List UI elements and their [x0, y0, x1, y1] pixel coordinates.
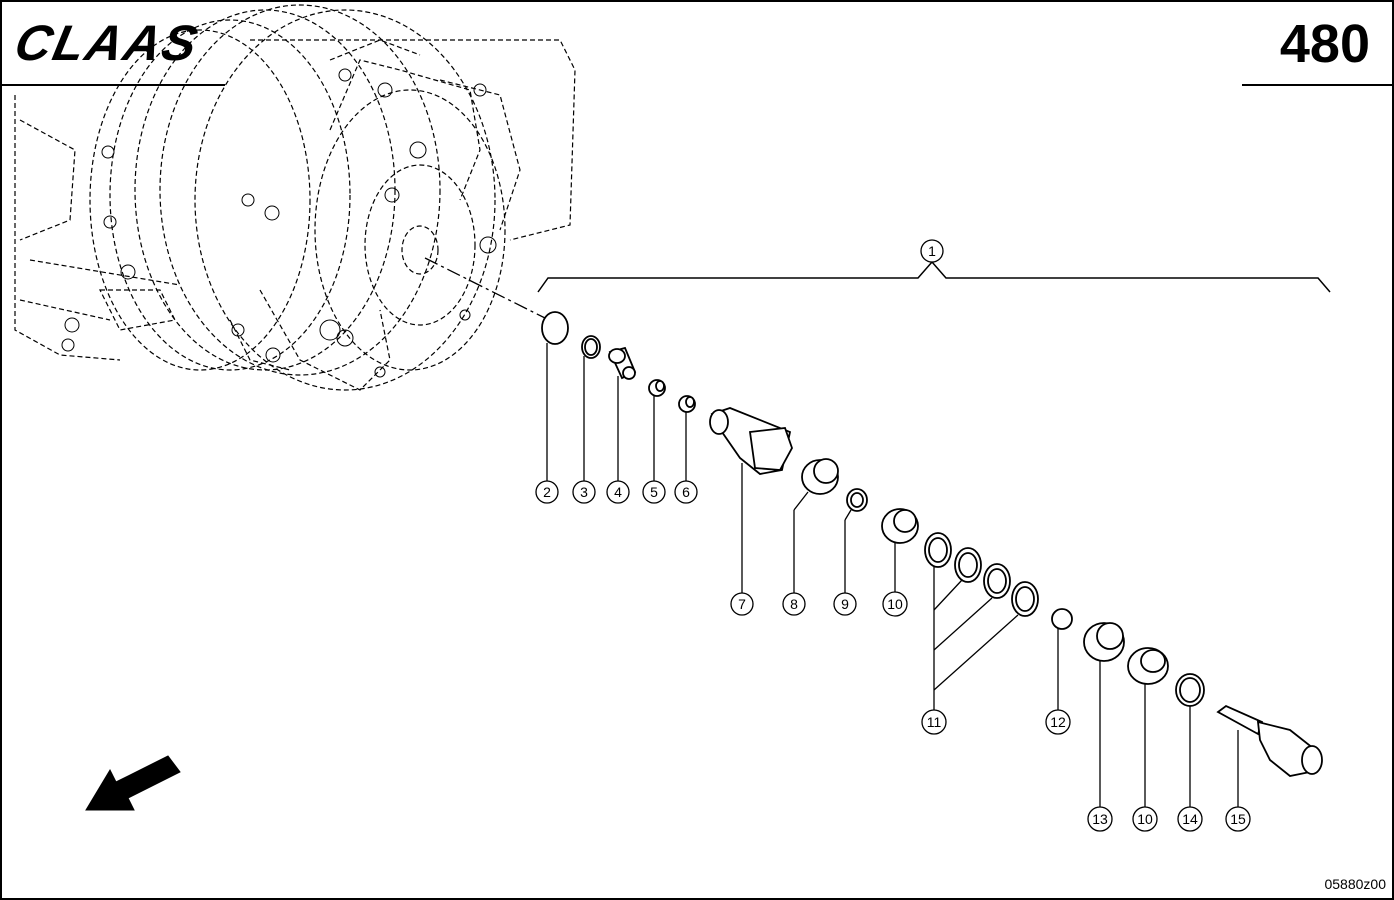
callout-8: 8	[790, 596, 798, 612]
bolt-heads	[61, 68, 497, 378]
part-12-sleeve	[1051, 608, 1073, 630]
gearbox-housing-ghost	[14, 4, 576, 391]
callout-14: 14	[1182, 811, 1198, 827]
page-number: 480	[1279, 14, 1370, 74]
callout-15: 15	[1230, 811, 1246, 827]
callout-labels: 1 2 3 4 5 6 7 8 9 10 11 12 13 10 14 15	[543, 243, 1246, 827]
callout-circles	[535, 239, 1251, 832]
callout-13: 13	[1092, 811, 1108, 827]
callout-11: 11	[927, 714, 942, 730]
parts	[541, 311, 1323, 777]
leader-lines	[546, 343, 1239, 808]
callout-12: 12	[1050, 714, 1066, 730]
callout-10b: 10	[1137, 811, 1153, 827]
callout-1: 1	[928, 243, 936, 259]
assembly-bracket	[537, 260, 1331, 293]
callout-10: 10	[887, 596, 903, 612]
callout-7: 7	[738, 596, 746, 612]
drawing-id: 05880z00	[1324, 876, 1386, 892]
callout-2: 2	[543, 484, 551, 500]
assembly-axis	[424, 257, 546, 319]
callout-5: 5	[650, 484, 658, 500]
part-15-sensor	[1216, 704, 1264, 736]
direction-arrow-icon	[85, 755, 181, 811]
part-2-o-ring	[541, 311, 569, 345]
callout-6: 6	[682, 484, 690, 500]
callout-4: 4	[614, 484, 622, 500]
callout-9: 9	[841, 596, 849, 612]
callout-3: 3	[580, 484, 588, 500]
